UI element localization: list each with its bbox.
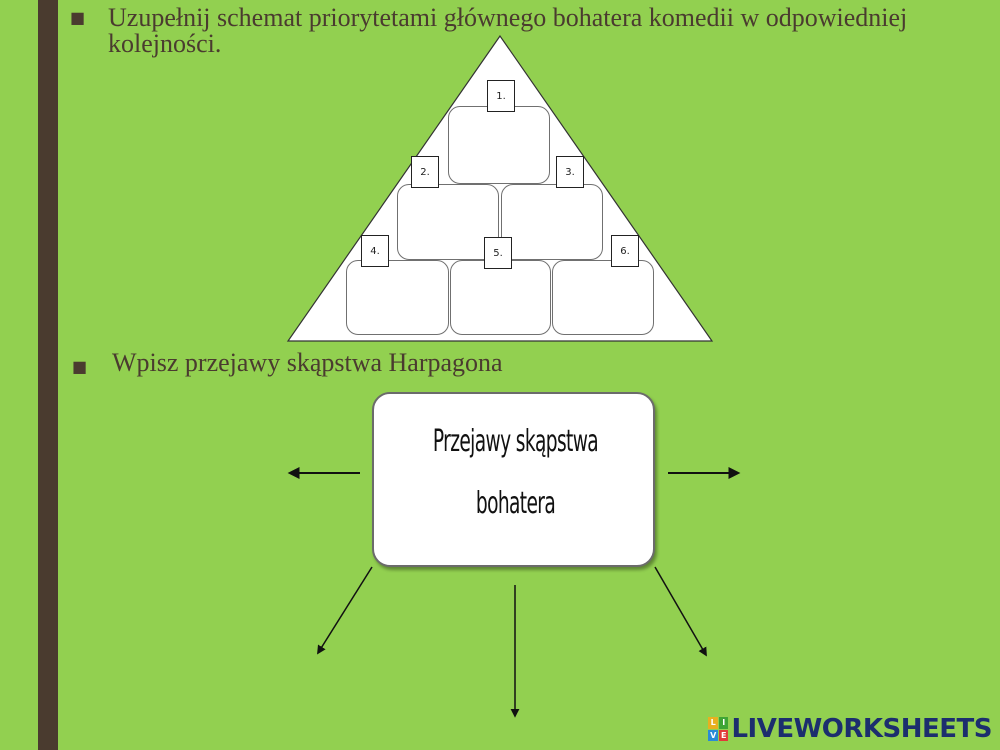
pyramid-number-1: 1. [487,80,515,112]
pyramid-slot-6[interactable] [552,260,654,335]
instruction-2: Wpisz przejawy skąpstwa Harpagona [112,348,503,377]
instruction-1: Uzupełnij schemat priorytetami głównego … [108,3,908,58]
left-accent-bar [38,0,58,750]
arrow-down-right [654,566,707,657]
bullet-square-2: ■ [72,357,88,376]
bullet-square-1: ■ [70,8,86,27]
pyramid-number-2: 2. [411,156,439,188]
pyramid-slot-3[interactable] [501,184,603,260]
liveworksheets-logo: L I V E LIVEWORKSHEETS [708,713,992,745]
pyramid-number-5: 5. [484,237,512,269]
pyramid-number-3: 3. [556,156,584,188]
center-text-line-2: bohatera [475,486,556,521]
pyramid-slot-5[interactable] [450,260,551,335]
mindmap-center-box: Przejawy skąpstwa bohatera [372,392,655,567]
pyramid-number-6: 6. [611,235,639,267]
logo-text: LIVEWORKSHEETS [731,714,992,744]
pyramid-slot-2[interactable] [397,184,499,260]
center-text-line-1: Przejawy skąpstwa [432,424,599,459]
arrow-down-left [317,566,373,655]
logo-mark-icon: L I V E [708,717,729,741]
pyramid-number-4: 4. [361,235,389,267]
pyramid-slot-4[interactable] [346,260,449,335]
pyramid-slot-1[interactable] [448,106,550,184]
